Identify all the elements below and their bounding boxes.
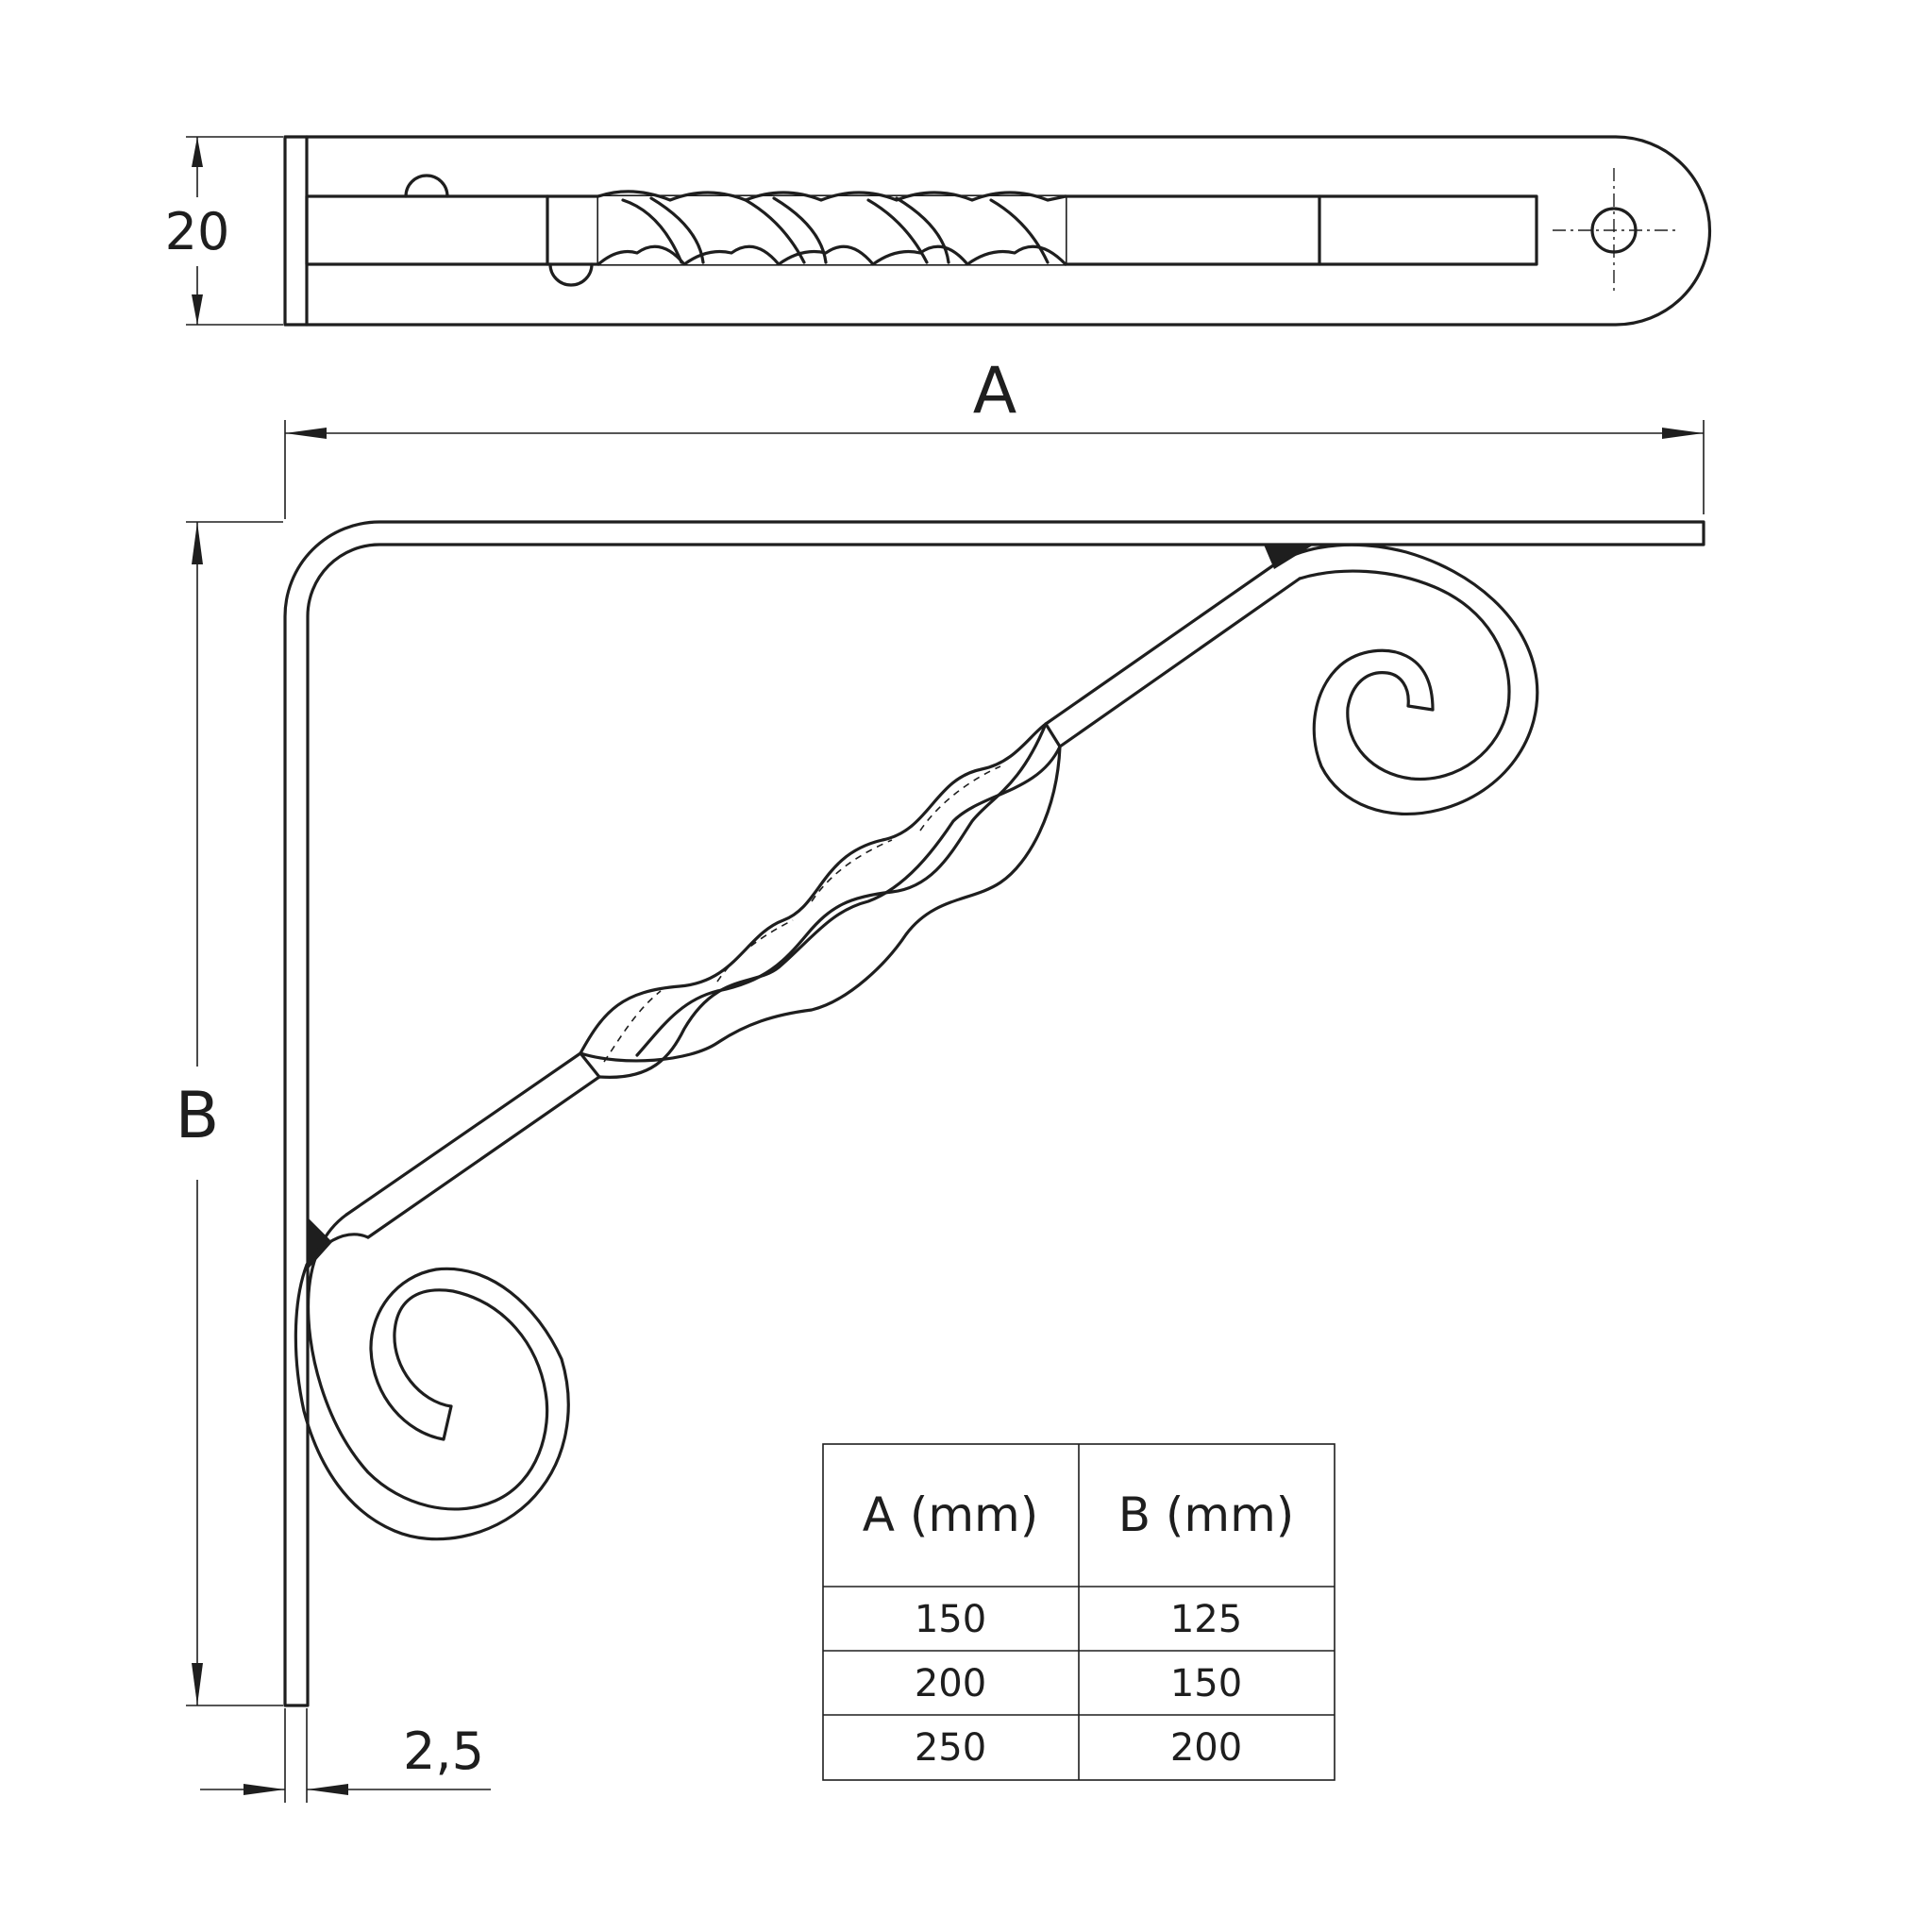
dimension-arrow-icon <box>192 294 203 325</box>
dimension-arrow-icon <box>192 522 203 564</box>
table-cell: 200 <box>915 1662 986 1705</box>
dimension-arrow-icon <box>192 1663 203 1705</box>
height-dimension-label: B <box>176 1079 220 1153</box>
length-dimension-label: A <box>973 354 1017 428</box>
thickness-dimension-label: 2,5 <box>403 1722 484 1781</box>
top-view-twist <box>596 190 1067 266</box>
table-cell: 125 <box>1170 1598 1242 1641</box>
size-table: A (mm) B (mm) 150 125 200 150 250 200 <box>822 1443 1336 1781</box>
height-dimension: B <box>176 521 283 1706</box>
table-cell: 200 <box>1170 1726 1242 1770</box>
dimension-arrow-icon <box>192 137 203 167</box>
top-view <box>283 135 1712 327</box>
table-cell: 150 <box>1170 1662 1242 1705</box>
diagonal-twist <box>579 722 1062 1079</box>
width-dimension-label: 20 <box>165 202 230 261</box>
side-view-bracket <box>283 520 1705 1707</box>
dimension-arrow-icon <box>307 1784 348 1795</box>
table-cell: 250 <box>915 1726 986 1770</box>
top-view-strap-outline <box>305 135 1712 327</box>
table-cell: 150 <box>915 1598 986 1641</box>
table-header-b: B (mm) <box>1118 1487 1295 1542</box>
top-view-wall-plate <box>283 135 309 327</box>
top-view-scroll-bump <box>548 262 594 287</box>
dimension-arrow-icon <box>1662 428 1704 439</box>
lower-scroll <box>294 1213 570 1541</box>
dimension-arrow-icon <box>244 1784 285 1795</box>
dimension-arrow-icon <box>285 428 327 439</box>
diagonal-rod-lower <box>344 1051 601 1239</box>
width-dimension: 20 <box>165 136 283 326</box>
thickness-dimension: 2,5 <box>200 1708 491 1803</box>
diagonal-rod-upper <box>1044 562 1302 748</box>
bracket-l-frame <box>283 520 1705 1707</box>
top-view-scroll-bump <box>404 174 449 198</box>
length-dimension: A <box>284 354 1705 519</box>
upper-scroll <box>1274 543 1539 816</box>
table-header-a: A (mm) <box>863 1487 1039 1542</box>
